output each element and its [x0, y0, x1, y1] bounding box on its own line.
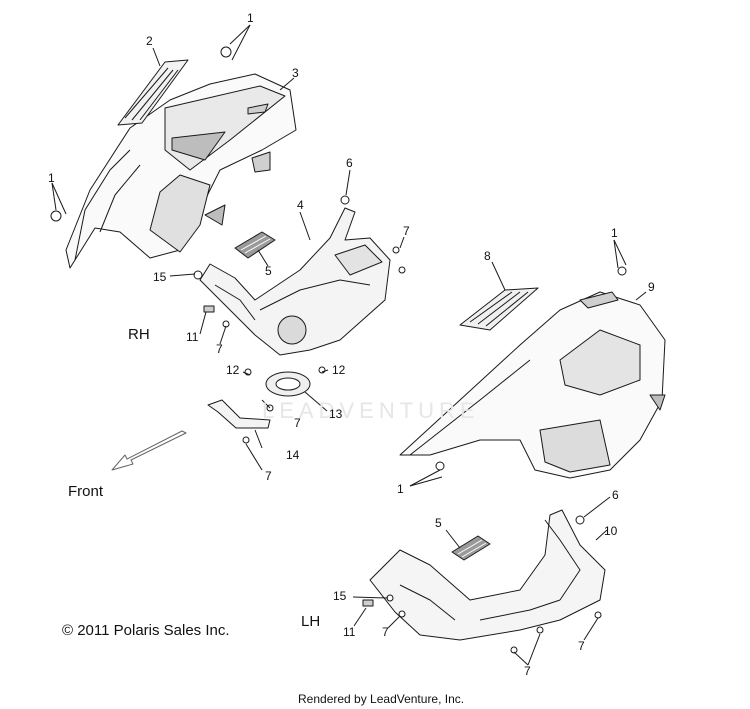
callout-7: 7	[216, 342, 223, 356]
callout-8: 8	[484, 249, 491, 263]
front-arrow	[111, 430, 187, 471]
part-2-vent	[117, 59, 189, 126]
callout-4: 4	[297, 198, 304, 212]
callout-7: 7	[403, 224, 410, 238]
callout-15: 15	[153, 270, 167, 284]
part-11-pin-lower	[362, 599, 374, 607]
callout-12: 12	[332, 363, 346, 377]
callout-5: 5	[265, 264, 272, 278]
callout-3: 3	[292, 66, 299, 80]
callout-7: 7	[578, 639, 585, 653]
callout-1: 1	[48, 171, 55, 185]
callout-2: 2	[146, 34, 153, 48]
callout-7: 7	[382, 625, 389, 639]
callout-1: 1	[611, 226, 618, 240]
callout-5: 5	[435, 516, 442, 530]
callout-11: 11	[343, 625, 356, 639]
part-11-pin-upper	[203, 305, 215, 313]
watermark: LEADVENTURE	[262, 398, 480, 423]
front-label: Front	[68, 483, 104, 500]
rh-label: RH	[128, 326, 150, 343]
callout-15: 15	[333, 589, 347, 603]
callout-11: 11	[186, 330, 199, 344]
part-8-vent	[459, 287, 539, 331]
part-5-step-lower	[451, 535, 491, 561]
part-5-step-upper	[234, 231, 276, 259]
part-9-panel	[399, 291, 666, 479]
callout-9: 9	[648, 280, 655, 294]
callout-1: 1	[247, 11, 254, 25]
lh-label: LH	[301, 613, 321, 630]
callout-6: 6	[612, 488, 619, 502]
part-3-panel	[65, 73, 297, 269]
callout-7: 7	[294, 416, 301, 430]
callout-12: 12	[226, 363, 240, 377]
rendered-by-text: Rendered by LeadVenture, Inc.	[298, 692, 465, 706]
part-4-floor	[199, 207, 391, 356]
part-10-panel	[369, 509, 606, 641]
part-14-bracket	[207, 399, 271, 429]
callout-13: 13	[329, 407, 343, 421]
copyright-text: © 2011 Polaris Sales Inc.	[62, 622, 230, 639]
callout-6: 6	[346, 156, 353, 170]
callout-1: 1	[397, 482, 404, 496]
callout-14: 14	[286, 448, 300, 462]
fasteners	[50, 46, 627, 654]
callout-7: 7	[524, 664, 531, 678]
callout-10: 10	[604, 524, 618, 538]
callout-7: 7	[265, 469, 272, 483]
part-13-ring	[265, 371, 311, 397]
leader-lines	[51, 24, 647, 666]
